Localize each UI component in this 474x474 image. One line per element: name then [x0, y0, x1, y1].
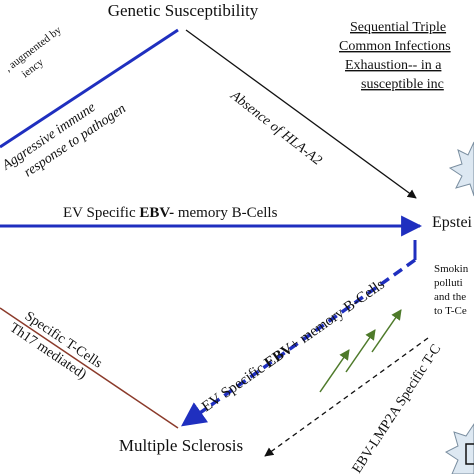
sequential-triple-title: Sequential Triple Common Infections Exha… — [339, 20, 451, 92]
green-arrow-1 — [319, 349, 350, 393]
right-note-line-2: polluti — [434, 277, 463, 289]
multiple-sclerosis-title: Multiple Sclerosis — [119, 436, 243, 455]
right-note-line-4: to T-Ce — [434, 305, 467, 317]
right-note: Smokin polluti and the to T-Ce — [434, 263, 469, 317]
hla-arrow — [185, 29, 417, 199]
green-arrow-3 — [371, 309, 402, 353]
svg-text:EV Specific EBV+ memory B-Cell: EV Specific EBV+ memory B-Cells — [199, 276, 388, 415]
aggressive-immune-label: Aggressive immune response to pathogen — [0, 100, 129, 180]
hla-text: Absence of HLA-A2 — [227, 88, 325, 169]
infection-burst-icon — [448, 141, 474, 197]
lmp2a-box — [465, 443, 474, 465]
box-title-line-2: Common Infections — [339, 39, 451, 54]
lmp2a-label: EBV-LMP2A Specific T-C — [350, 342, 444, 474]
lmp2a-burst-icon — [445, 423, 474, 474]
genetic-susceptibility-title: Genetic Susceptibility — [108, 1, 259, 20]
ebv-minus-label: EV Specific EBV- memory B-Cells — [63, 205, 278, 221]
box-title-line-1: Sequential Triple — [350, 20, 446, 35]
right-note-line-3: and the — [434, 291, 466, 303]
environment-dashed-arrow — [264, 337, 429, 457]
left-top-note: , augmented by iency — [3, 24, 65, 80]
box-title-line-4: susceptible inc — [361, 77, 444, 92]
green-arrow-2 — [345, 329, 376, 373]
right-note-line-1: Smokin — [434, 263, 469, 275]
hla-label: Absence of HLA-A2 — [227, 88, 325, 169]
epstein-barr-title: Epstei — [432, 214, 473, 231]
svg-text:EBV-LMP2A Specific T-C: EBV-LMP2A Specific T-C — [350, 342, 444, 474]
ebv-plus-label: EV Specific EBV+ memory B-Cells — [199, 276, 388, 415]
box-title-line-3: Exhaustion-- in a — [345, 58, 442, 73]
blue-edge-genetic-left — [0, 28, 179, 149]
tcells-edge — [0, 307, 179, 429]
